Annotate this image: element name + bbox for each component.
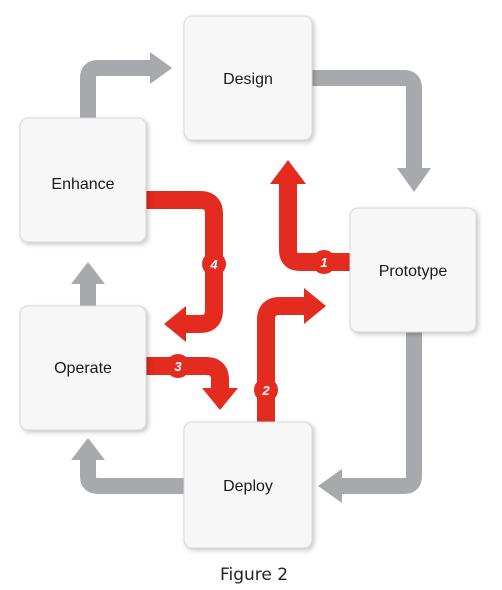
arrow-prototype-to-deploy — [340, 332, 422, 494]
badge-1-number: 1 — [320, 255, 327, 270]
stage-prototype: Prototype — [349, 207, 477, 333]
arrowhead-design-to-prototype — [397, 168, 431, 192]
arrowhead-operate-to-enhance — [71, 262, 105, 284]
design-box — [183, 15, 313, 141]
gray-cycle-arrows — [71, 52, 431, 503]
deploy-label: Deploy — [223, 478, 273, 495]
arrowhead-deploy-to-operate — [71, 438, 105, 460]
badge-2-circle — [254, 378, 278, 402]
badge-3-number: 3 — [174, 359, 182, 374]
prototype-box — [349, 207, 477, 333]
shortcut-arrow-1 — [279, 180, 352, 271]
arrow-design-to-prototype — [312, 70, 422, 170]
enhance-box — [19, 117, 147, 243]
arrow-deploy-to-operate — [80, 458, 184, 494]
arrow-enhance-to-design — [80, 60, 152, 118]
stage-enhance: Enhance — [19, 117, 147, 243]
badge-3-circle — [166, 354, 190, 378]
arrowhead-enhance-to-design — [150, 52, 172, 84]
stage-operate: Operate — [19, 305, 147, 431]
arrowhead-prototype-to-deploy — [318, 469, 342, 503]
shortcut-arrow-3 — [146, 357, 229, 390]
shortcut-arrow-2 — [257, 297, 308, 424]
badge-1: 1 — [312, 250, 336, 274]
arrowhead-3 — [202, 388, 238, 410]
prototype-label: Prototype — [379, 263, 448, 280]
badge-4-circle — [202, 252, 226, 276]
deploy-box — [183, 421, 313, 549]
stage-deploy: Deploy — [183, 421, 313, 549]
operate-label: Operate — [54, 360, 112, 377]
badge-4-number: 4 — [209, 257, 218, 272]
arrowhead-2 — [304, 288, 326, 324]
badge-2: 2 — [254, 378, 278, 402]
arrowhead-1 — [270, 160, 306, 184]
stage-design: Design — [183, 15, 313, 141]
figure-caption: Figure 2 — [220, 565, 288, 585]
badge-2-number: 2 — [261, 383, 270, 398]
badge-3: 3 — [166, 354, 190, 378]
arrowhead-4 — [164, 306, 186, 342]
design-label: Design — [223, 71, 273, 88]
badge-4: 4 — [202, 252, 226, 276]
badge-1-circle — [312, 250, 336, 274]
enhance-label: Enhance — [51, 176, 114, 193]
red-shortcut-arrows — [146, 160, 352, 424]
operate-box — [19, 305, 147, 431]
